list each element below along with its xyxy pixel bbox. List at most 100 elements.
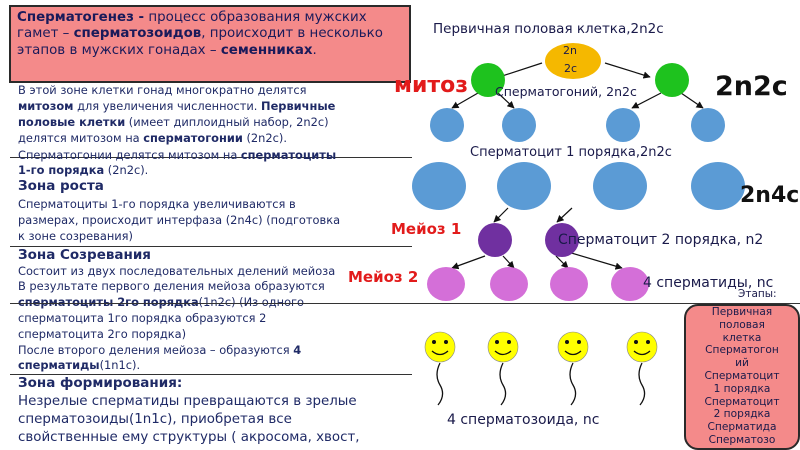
definition-end: .: [312, 42, 317, 58]
text-line: делятся митозом на сперматогонии (2n2c).: [18, 131, 287, 146]
spermatogonium-daughter-cell: [691, 108, 725, 142]
text-line: Сперматоциты 1-го порядка увеличиваются …: [18, 197, 296, 211]
stage-item: клетка: [722, 331, 762, 344]
text-line: Незрелые сперматиды превращаются в зрелы…: [18, 394, 357, 409]
meiosis-1-label: Мейоз 1: [391, 220, 462, 238]
spermatid-cell: [550, 267, 588, 301]
text-span: (2n2c).: [242, 131, 287, 145]
text-bold: сперматоциты: [240, 148, 337, 162]
text-span: (2n2c).: [104, 163, 149, 177]
spermatogonium-daughter-cell: [502, 108, 536, 142]
text-line: Состоит из двух последовательных делений…: [18, 264, 336, 278]
divider: [10, 303, 800, 304]
text-line: митозом для увеличения численности. Перв…: [18, 99, 336, 114]
text-line: к зоне созревания): [18, 229, 133, 243]
spermatocyte-1-cell: [412, 162, 466, 210]
arrow: [556, 207, 573, 223]
text-line: сперматоцита 2го порядка): [18, 327, 187, 341]
stages-box: Первичная половая клетка Сперматогон ий …: [684, 304, 800, 450]
text-line: свойственные ему структуры ( акросома, х…: [18, 430, 360, 445]
spermatogonium-daughter-cell: [606, 108, 640, 142]
definition-text-2: , происходит в несколько этапов в мужски…: [17, 26, 383, 58]
text-span: (1n1c).: [99, 358, 141, 372]
text-bold: 1-го порядка: [18, 163, 105, 177]
arrow: [555, 255, 569, 269]
stage-item: Сперматозо: [708, 433, 776, 446]
primary-cell-label: Первичная половая клетка,2n2c: [433, 21, 664, 37]
arrow: [451, 92, 479, 109]
arrow: [502, 255, 515, 269]
definition-gametes: сперматозоидов: [73, 26, 202, 42]
definition-gonads: семенниках: [220, 42, 313, 58]
spermatozoon: [557, 331, 589, 406]
stage-item: Сперматида: [707, 421, 777, 434]
definition-term: Сперматогенез -: [17, 10, 145, 25]
spermatid-cell: [490, 267, 528, 301]
definition-text-1: процесс образования мужских гамет –: [17, 10, 367, 42]
spermatocyte-2-cell: [478, 223, 512, 257]
spermatogonium-daughter-cell: [430, 108, 464, 142]
text-bold: 4: [293, 343, 302, 357]
text-line: После второго деления мейоза – образуютс…: [18, 343, 302, 358]
zone-growth-heading: Зона роста: [18, 178, 104, 194]
spermatogonium-cell: [655, 63, 689, 97]
text-bold: половые клетки: [18, 115, 126, 129]
divider: [10, 246, 412, 247]
spermatocyte-2-cell: [545, 223, 579, 257]
arrow: [567, 251, 623, 270]
arrow: [631, 92, 662, 109]
text-line: половые клетки (имеет диплоидный набор, …: [18, 115, 329, 130]
text-span: После второго деления мейоза – образуютс…: [18, 343, 294, 357]
spermatogonia-label: Сперматогоний, 2n2c: [495, 84, 637, 99]
stage-item: Первичная: [711, 306, 773, 318]
arrow: [497, 92, 515, 109]
divider: [10, 374, 412, 375]
spermatids-label: 4 сперматиды, nc: [643, 275, 774, 291]
zone-maturation-heading: Зона Созревания: [18, 247, 151, 263]
spermatocyte-1-label: Сперматоцит 1 порядка,2n2c: [470, 145, 672, 160]
ploidy-2n4c: 2n4c: [740, 183, 800, 208]
spermatozoon: [424, 331, 456, 406]
spermatocyte-1-cell: [497, 162, 551, 210]
stage-item: 2 порядка: [713, 408, 771, 421]
arrow: [493, 207, 509, 223]
primary-germ-cell: [545, 43, 601, 79]
arrow: [604, 62, 651, 79]
spermatid-cell: [611, 267, 649, 301]
text-line: Сперматогонии делятся митозом на спермат…: [18, 148, 337, 163]
text-bold: сперматоциты 2го порядка: [18, 295, 199, 309]
text-line: сперматозоиды(1n1c), приобретая все: [18, 412, 292, 427]
text-span: для увеличения численности.: [73, 99, 262, 113]
spermatozoa-label: 4 сперматозоида, nc: [447, 412, 600, 428]
text-bold: Первичные: [261, 99, 336, 113]
spermatozoon: [487, 331, 519, 406]
text-bold: митозом: [18, 99, 74, 113]
zone-formation-heading: Зона формирования:: [18, 375, 183, 391]
spermatogonium-cell: [471, 63, 505, 97]
meiosis-2-label: Мейоз 2: [348, 268, 419, 286]
text-line: В результате первого деления мейоза обра…: [18, 279, 325, 293]
stage-item: 1 порядка: [713, 382, 771, 395]
text-bold: сперматиды: [18, 358, 100, 372]
ploidy-2n2c: 2n2c: [715, 71, 788, 102]
text-line: В этой зоне клетки гонад многократно дел…: [18, 83, 307, 97]
text-line: 1-го порядка (2n2c).: [18, 163, 149, 178]
divider: [10, 157, 412, 158]
text-span: Сперматогонии делятся митозом на: [18, 148, 241, 162]
stage-item: половая: [719, 318, 765, 331]
text-line: сперматоцита 1го порядка образуются 2: [18, 311, 267, 325]
primary-cell-ploidy-bottom: 2c: [564, 62, 578, 75]
text-span: (имеет диплоидный набор, 2n2c): [125, 115, 329, 129]
mitosis-label: митоз: [394, 73, 469, 98]
primary-cell-ploidy-top: 2n: [563, 44, 577, 57]
stage-item: Сперматоцит: [704, 369, 780, 382]
text-line: сперматиды(1n1c).: [18, 358, 141, 373]
spermatocyte-1-cell: [593, 162, 647, 210]
stages-title: Этапы:: [738, 288, 777, 300]
arrow: [451, 255, 486, 270]
stage-item: Сперматоцит: [704, 395, 780, 408]
text-line: размерах, происходит интерфаза (2n4c) (п…: [18, 213, 341, 227]
spermatid-cell: [427, 267, 465, 301]
text-line: сперматоциты 2го порядка(1n2c) (Из одног…: [18, 295, 304, 310]
